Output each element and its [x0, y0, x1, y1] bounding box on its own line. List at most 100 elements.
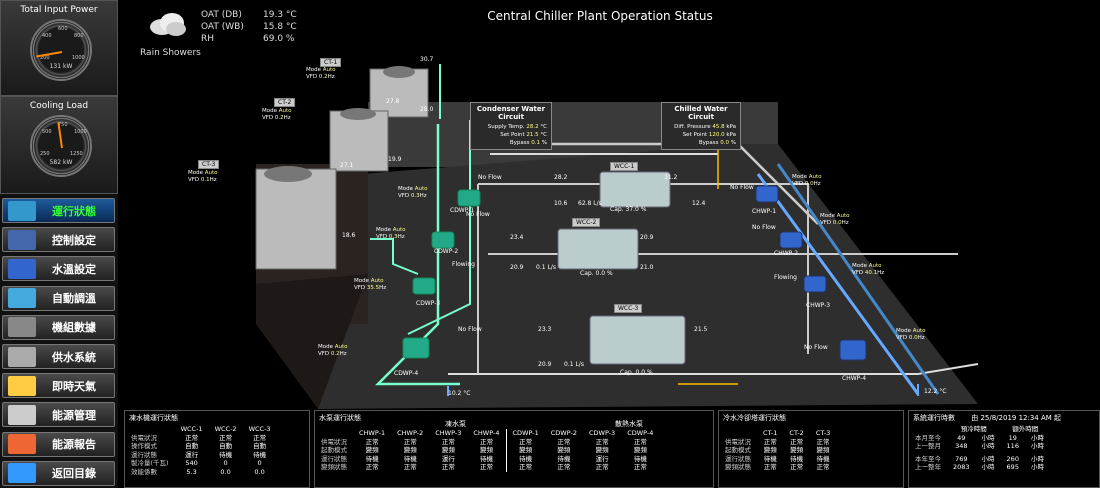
table-row: 變頻狀態正常正常正常正常正常正常正常正常 [319, 463, 659, 472]
table-cell: 小時 [981, 433, 995, 442]
column-header: CT-3 [815, 429, 831, 437]
row-label: 運行狀態 [725, 454, 751, 463]
runtime-start-date: 由 25/8/2019 12:34 AM 起 [971, 414, 1062, 422]
ct1-temp-in: 30.7 [420, 56, 434, 63]
plant-floor [255, 64, 979, 409]
gauge-dial: 250 500 750 1000 1250 582 kW [30, 115, 92, 177]
weather-icon [8, 375, 36, 396]
table-cell: 小時 [1030, 442, 1044, 450]
cdwp2-label[interactable]: CDWP-2 [434, 248, 459, 255]
table-cell: 變頻 [790, 446, 804, 454]
condenser-water-circuit-card[interactable]: Condenser Water Circuit Supply Temp. 28.… [470, 102, 552, 150]
column-header: CT-1 [763, 429, 778, 437]
oat-wb-value: 15.8 °C [263, 22, 297, 32]
nav-button-3[interactable]: 水溫設定 [2, 256, 115, 282]
row-label: 起動模式 [725, 446, 751, 454]
wcc1-capacity: Cap. 37.0 % [610, 206, 647, 213]
gauge-tick: 1250 [70, 151, 83, 157]
chwp2-label[interactable]: CHWP-2 [774, 250, 799, 257]
table-cell: 自動 [185, 442, 199, 450]
table-row: 起動模式變頻變頻變頻 [723, 446, 836, 455]
cdwp1-label[interactable]: CDWP-1 [450, 207, 475, 214]
table-cell: 正常 [479, 463, 493, 471]
table-cell: 待機 [633, 454, 647, 463]
wcc2-tag[interactable]: WCC-2 [572, 218, 601, 227]
ct1-tag[interactable]: CT-1 [320, 58, 342, 67]
table-cell: 待機 [816, 454, 830, 463]
chwp-group-title: 凍水泵 [445, 420, 466, 428]
table-cell: 5.3 [186, 467, 197, 476]
chwp4-label[interactable]: CHWP-4 [842, 375, 867, 382]
table-cell: 正常 [365, 437, 379, 446]
row-label: 運行狀態 [321, 454, 347, 463]
nav-button-9[interactable]: 能源報告 [2, 431, 115, 457]
cdwp3-label[interactable]: CDWP-3 [416, 300, 441, 307]
wcc1-tag[interactable]: WCC-1 [610, 162, 639, 171]
nav-button-2[interactable]: 控制設定 [2, 227, 115, 253]
nav-button-7[interactable]: 即時天氣 [2, 373, 115, 399]
table-cell: 待機 [253, 450, 267, 459]
rh-value: 69.0 % [263, 34, 295, 44]
nav-button-5[interactable]: 機組數據 [2, 314, 115, 340]
chilled-water-circuit-card[interactable]: Chilled Water Circuit Diff. Pressure 45.… [661, 102, 741, 150]
table-cell: 待機 [219, 450, 233, 459]
cdwp-group-title: 散熱水泵 [615, 420, 643, 428]
gauge-tick: 250 [40, 151, 50, 157]
wcc3-tag[interactable]: WCC-3 [614, 304, 643, 313]
table-cell: 正常 [365, 463, 379, 471]
oat-db-value: 19.3 °C [263, 10, 297, 20]
gear-icon [8, 200, 36, 221]
table-cell: 待機 [365, 454, 379, 463]
chwp3-label[interactable]: CHWP-3 [806, 302, 831, 309]
wcc3-cw-out: 20.9 [538, 361, 552, 368]
gauge-tick: 200 [40, 55, 50, 61]
chwp1-label[interactable]: CHWP-1 [752, 208, 777, 215]
wcc1-cw-out: 10.6 [554, 200, 568, 207]
return-temp-right: 12.2 °C [924, 388, 947, 395]
table-cell: 變頻 [479, 446, 493, 454]
table-cell: 待機 [763, 454, 777, 463]
table-cell: 待機 [790, 454, 804, 463]
row-label: 製冷量(千瓦) [131, 459, 169, 467]
row-label: 操作模式 [131, 442, 157, 450]
nav-button-10[interactable]: 返回目錄 [2, 460, 115, 486]
table-row: 操作模式自動自動自動 [129, 442, 277, 451]
left-panel: Total Input Power 200 400 600 800 1000 1… [0, 0, 118, 488]
total-input-power-gauge: Total Input Power 200 400 600 800 1000 1… [0, 0, 118, 96]
nav-button-6[interactable]: 供水系統 [2, 344, 115, 369]
table-cell: 正常 [403, 437, 417, 446]
wcc3-flow: 0.1 L/s [564, 361, 584, 368]
nav-button-1[interactable]: 運行狀態 [2, 198, 115, 223]
table-cell: 變頻 [403, 446, 417, 454]
table-cell: 正常 [505, 437, 545, 446]
cdwp4-label[interactable]: CDWP-4 [394, 370, 419, 377]
nav-button-4[interactable]: 自動調溫 [2, 285, 115, 311]
wcc1-flow: 62.8 L/s [578, 200, 602, 207]
nav-button-label: 控制設定 [52, 233, 96, 247]
gauge-tick: 800 [74, 33, 84, 39]
table-cell: 正常 [595, 463, 609, 471]
nav-button-label: 運行狀態 [52, 204, 96, 218]
ct2-temp-in: 28.0 [420, 106, 434, 113]
column-header: CHWP-4 [473, 429, 500, 437]
wcc3-cw-in: 23.3 [538, 326, 552, 333]
system-runtime-panel: 系統運行時數 由 25/8/2019 12:34 AM 起 預冷時間額外時間本月… [908, 410, 1100, 488]
nav-button-8[interactable]: 能源管理 [2, 402, 115, 428]
ct3-tag[interactable]: CT-3 [198, 160, 220, 169]
table-row: 供電狀況正常正常正常 [723, 438, 836, 447]
table-cell: 正常 [790, 463, 804, 471]
chwp3-flow-status: Flowing [774, 274, 797, 281]
wcc2-cw-out: 20.9 [510, 264, 524, 271]
table-row: 運行狀態待機待機運行待機待機待機運行待機 [319, 454, 659, 463]
oat-db-label: OAT (DB) [201, 10, 242, 20]
row-label: 供電狀況 [725, 437, 751, 446]
ct2-tag[interactable]: CT-2 [274, 98, 296, 107]
